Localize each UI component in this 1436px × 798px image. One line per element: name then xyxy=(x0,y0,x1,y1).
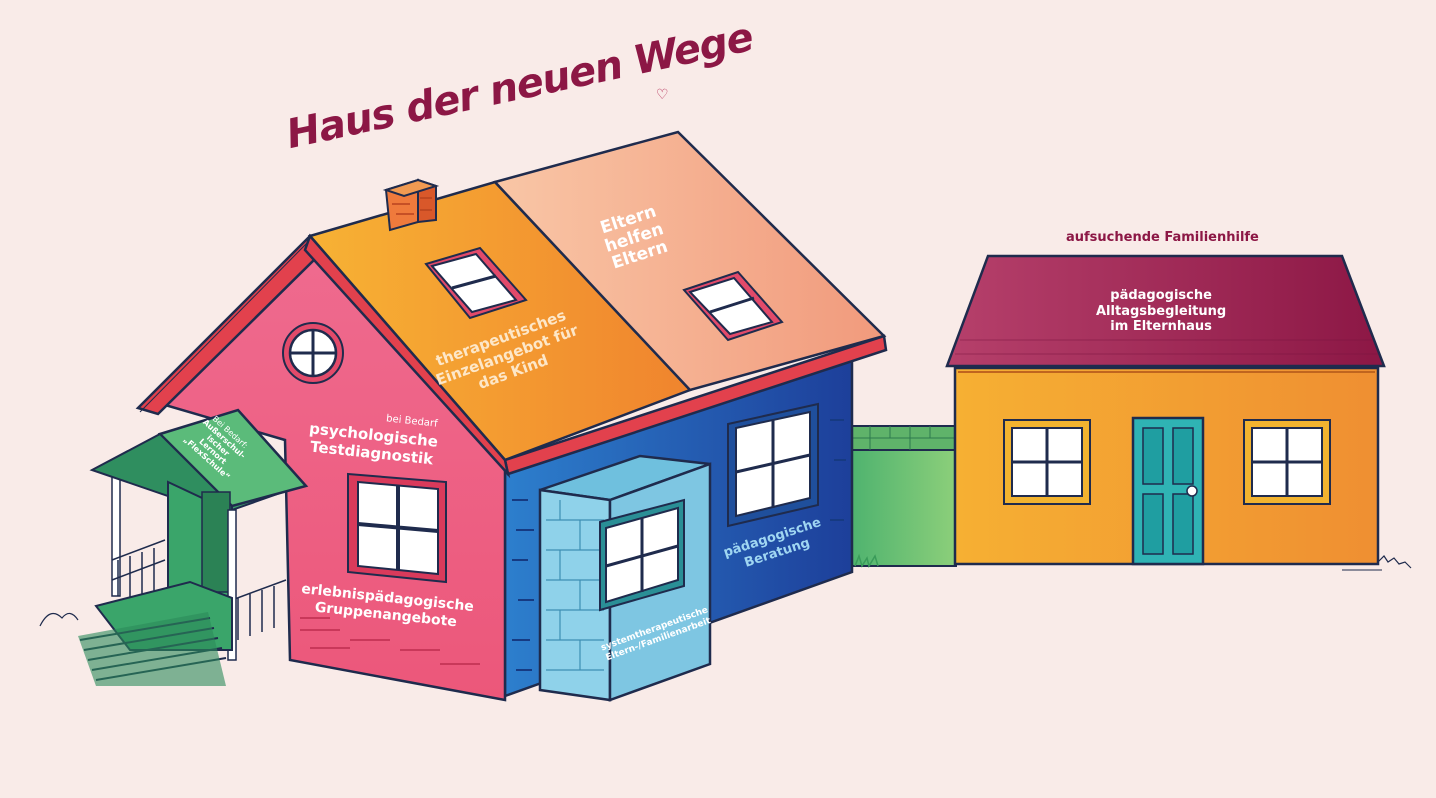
second-house-door xyxy=(1131,416,1205,566)
connecting-wall xyxy=(851,425,957,568)
roof-label-line: pädagogische xyxy=(1110,288,1212,303)
light-blue-box xyxy=(538,454,712,702)
roof-window-left xyxy=(424,246,528,320)
second-house-roof-label: pädagogische Alltagsbegleitung im Eltern… xyxy=(1096,288,1226,335)
main-house xyxy=(39,130,888,702)
second-house xyxy=(945,254,1412,571)
side-wall-window xyxy=(727,402,819,528)
roof-label-line: Alltagsbegleitung xyxy=(1096,303,1227,319)
roof-label-line: im Elternhaus xyxy=(1110,319,1212,335)
second-house-top-label: aufsuchende Familienhilfe xyxy=(1066,230,1259,245)
porch xyxy=(39,408,309,686)
heart-icon: ♡ xyxy=(656,86,669,102)
roof-window-right xyxy=(682,270,784,342)
chimney xyxy=(382,178,440,232)
second-house-window-right xyxy=(1243,419,1331,505)
second-house-window-left xyxy=(1003,419,1091,505)
front-window xyxy=(347,472,447,584)
round-window xyxy=(282,322,344,384)
